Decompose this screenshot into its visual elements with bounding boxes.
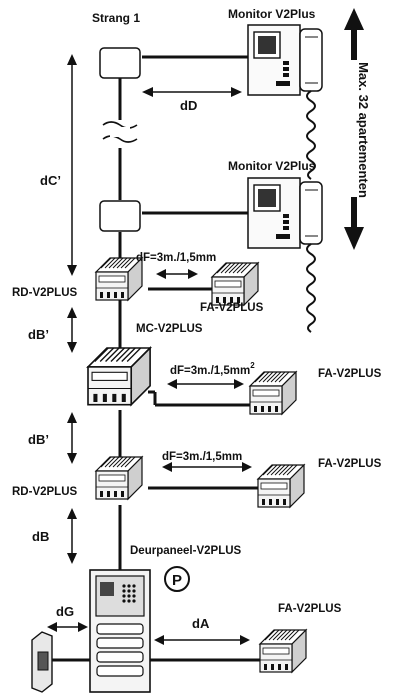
dC-label: dC’ [40, 173, 61, 188]
max-apartments-label: Max. 32 apartementen [356, 62, 371, 198]
fa-label-1: FA-V2PLUS [200, 302, 264, 314]
wiring [52, 55, 262, 662]
dG-label: dG [56, 604, 74, 619]
dF-label-1: dF=3m./1,5mm [136, 252, 216, 264]
distributor-module-icon [95, 257, 143, 301]
monitor-mid-label: Monitor V2Plus [228, 159, 316, 173]
power-supply-icon [249, 371, 297, 415]
rd-top-label: RD-V2PLUS [12, 287, 78, 299]
dimension-arrows [47, 54, 252, 645]
dA-label: dA [192, 616, 210, 631]
monitor-top-label: Monitor V2Plus [228, 7, 316, 21]
distributor-module-icon [87, 347, 151, 406]
cable-break-marks [102, 121, 138, 143]
max-apartments-arrow [344, 8, 364, 250]
rd-bottom-label: RD-V2PLUS [12, 486, 78, 498]
fa-label-2: FA-V2PLUS [318, 368, 382, 380]
strang-label: Strang 1 [92, 11, 140, 25]
monitor-icon [247, 24, 323, 180]
door-panel-icon [89, 569, 151, 693]
door-lock-icon [31, 631, 53, 693]
p-badge [164, 566, 190, 592]
dB-label-2: dB’ [28, 432, 49, 447]
power-supply-icon [257, 464, 305, 508]
dD-label: dD [180, 98, 197, 113]
p-badge-label: P [172, 572, 182, 589]
dB-label-1: dB’ [28, 327, 49, 342]
power-supply-icon [211, 262, 259, 306]
fa-label-4: FA-V2PLUS [278, 603, 342, 615]
fa-label-3: FA-V2PLUS [318, 458, 382, 470]
junction-box-icon [99, 47, 141, 79]
distributor-module-icon [95, 456, 143, 500]
mc-label: MC-V2PLUS [136, 323, 203, 335]
dF-label-3: dF=3m./1,5mm [162, 451, 242, 463]
dF-label-2: dF=3m./1,5mm2 [170, 361, 255, 377]
deurpaneel-label: Deurpaneel-V2PLUS [130, 545, 242, 557]
junction-box-icon [99, 200, 141, 232]
dB-label: dB [32, 529, 49, 544]
power-supply-icon [259, 629, 307, 673]
